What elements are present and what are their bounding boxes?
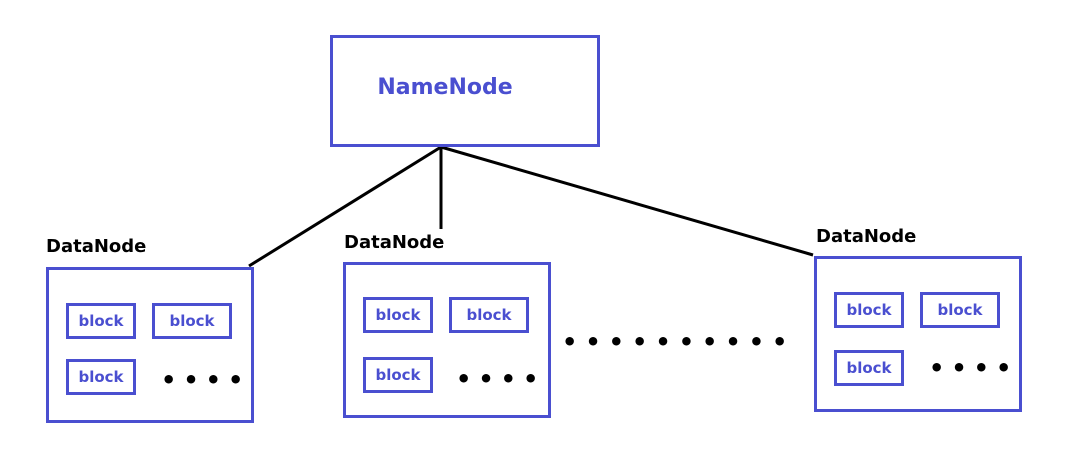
datanode-2-block-2: block [449,297,529,333]
datanode-3-ellipsis: •••• [929,354,1019,382]
datanode-2-ellipsis: •••• [456,365,546,393]
datanode-3-block-1: block [834,292,904,328]
datanode-3-box: block block block •••• [814,256,1022,412]
datanodes-between-ellipsis: •••••••••• [562,328,796,356]
namenode-label: NameNode [377,75,513,100]
connector-to-datanode-3 [440,145,814,257]
datanode-2-block-1: block [363,297,433,333]
datanode-2-box: block block block •••• [343,262,551,418]
datanode-2-title: DataNode [344,232,445,253]
datanode-2-block-3: block [363,357,433,393]
datanode-1-title: DataNode [46,236,147,257]
namenode-box: NameNode [330,35,600,147]
datanode-1-box: block block block •••• [46,267,254,423]
datanode-1-block-1: block [66,303,136,339]
datanode-3-title: DataNode [816,226,917,247]
connector-to-datanode-1 [248,145,442,268]
datanode-1-block-3: block [66,359,136,395]
datanode-1-block-2: block [152,303,232,339]
datanode-1-ellipsis: •••• [161,366,251,394]
datanode-3-block-3: block [834,350,904,386]
datanode-3-block-2: block [920,292,1000,328]
